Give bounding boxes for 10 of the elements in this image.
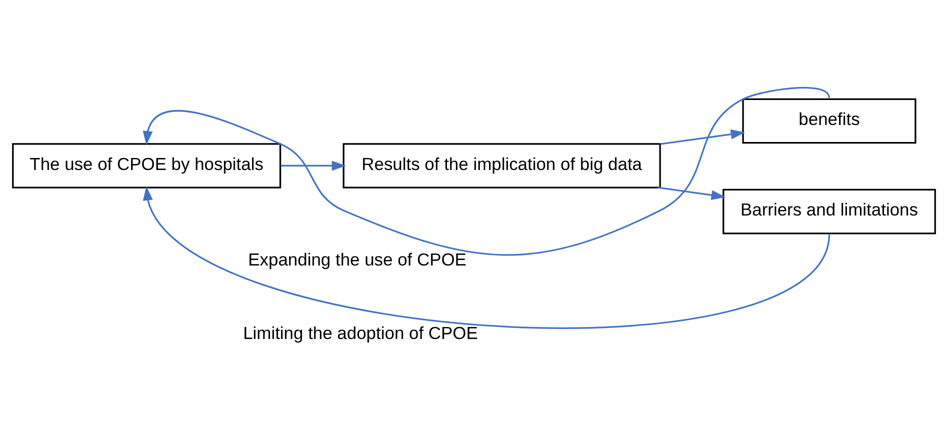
edge-label: Limiting the adoption of CPOE [243,322,478,343]
arrow [658,186,726,200]
node-box: Results of the implication of big data [342,143,661,188]
node-box: Barriers and limitations [722,188,936,234]
arrow [660,129,746,145]
arrow [142,86,830,256]
node-box: The use of CPOE by hospitals [12,143,282,188]
node-box: benefits [742,98,916,144]
arrow [280,160,346,171]
edge-label: Expanding the use of CPOE [248,249,466,270]
